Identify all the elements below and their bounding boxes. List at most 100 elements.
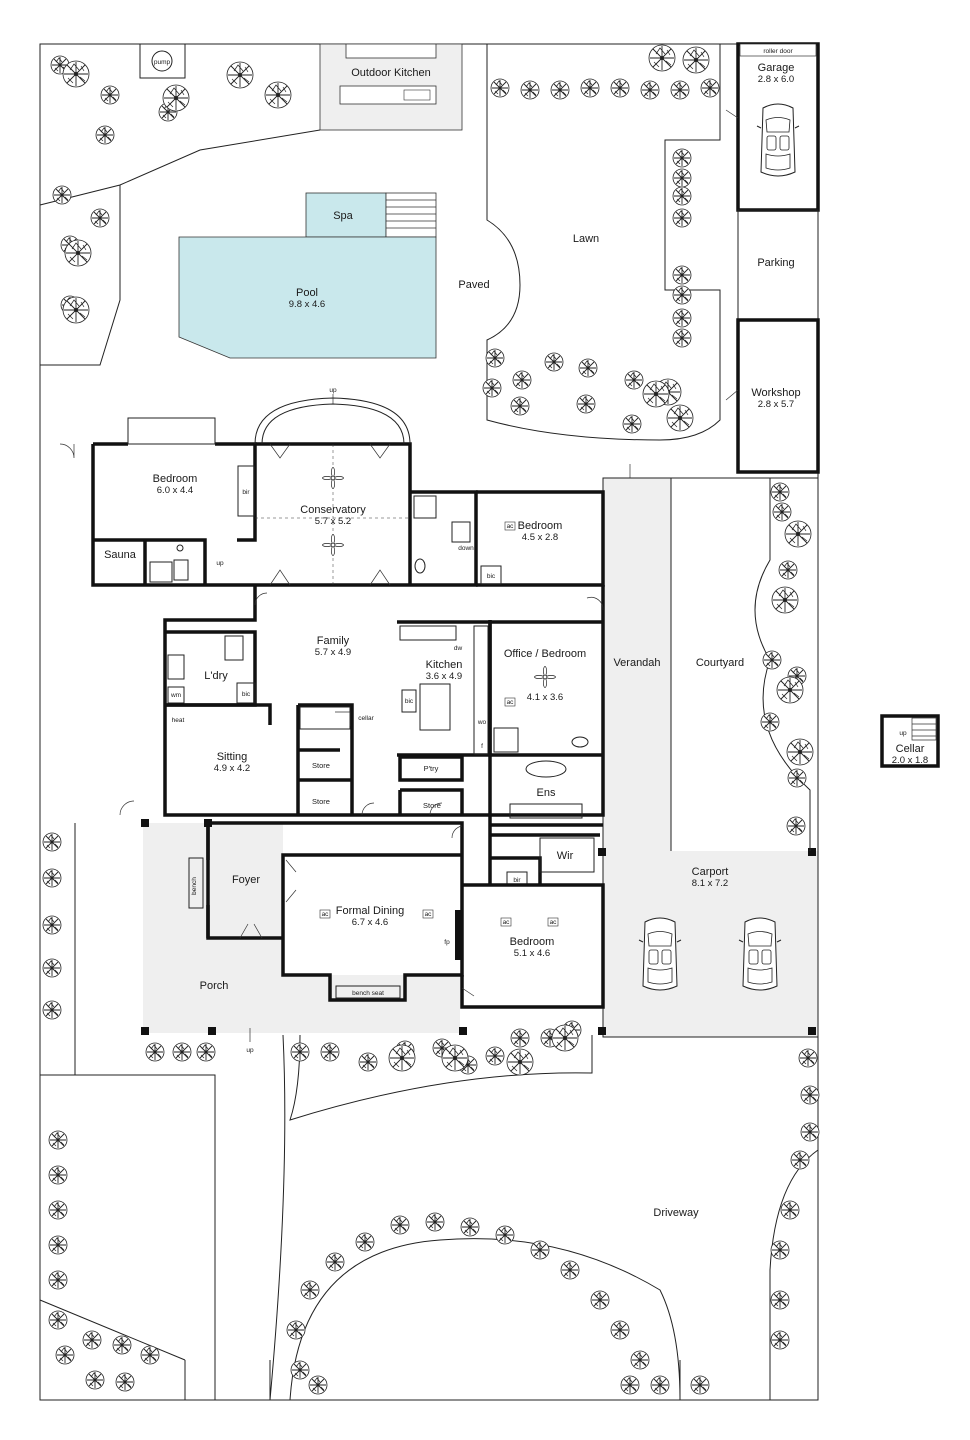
- car-icon: [738, 917, 782, 991]
- conservatory-dims: 5.7 x 5.2: [315, 516, 351, 527]
- tree-icon: [771, 586, 799, 614]
- tree-icon: [770, 1240, 790, 1260]
- tree-icon: [510, 396, 530, 416]
- tree-icon: [112, 1335, 132, 1355]
- tree-icon: [510, 1028, 530, 1048]
- tree-icon: [786, 738, 814, 766]
- stair-down: down: [458, 545, 474, 552]
- ceiling-fan-icon: [322, 534, 344, 556]
- tree-icon: [624, 370, 644, 390]
- tree-icon: [672, 168, 692, 188]
- tree-icon: [770, 1330, 790, 1350]
- tree-icon: [290, 1042, 310, 1062]
- stair-up-west: up: [216, 560, 224, 567]
- tree-icon: [42, 832, 62, 852]
- tree-icon: [551, 1024, 579, 1052]
- store-walls: [296, 703, 354, 815]
- ac-label: ac: [425, 911, 433, 918]
- store3-label: Store: [423, 801, 441, 810]
- door-swing-icon: [586, 597, 604, 611]
- cellar-stair-label: cellar: [358, 715, 374, 722]
- tree-icon: [544, 352, 564, 372]
- tree-icon: [648, 44, 676, 72]
- sitting-label: Sitting: [217, 751, 248, 763]
- tree-icon: [650, 1375, 670, 1395]
- tree-icon: [490, 78, 510, 98]
- ac-label: ac: [550, 919, 558, 926]
- conservatory-label: Conservatory: [300, 504, 366, 516]
- bathroom-walls: [410, 490, 478, 587]
- tree-icon: [308, 1375, 328, 1395]
- ensuite-label: Ens: [537, 787, 556, 799]
- heat-label: heat: [172, 717, 185, 724]
- tree-icon: [610, 1320, 630, 1340]
- tree-icon: [82, 1330, 102, 1350]
- tree-icon: [495, 1225, 515, 1245]
- tree-icon: [560, 1260, 580, 1280]
- tree-icon: [798, 1048, 818, 1068]
- tree-icon: [300, 1280, 320, 1300]
- lawn-boundary: [486, 43, 721, 441]
- tree-icon: [52, 185, 72, 205]
- store2-label: Store: [312, 797, 330, 806]
- kitchen-dims: 3.6 x 4.9: [426, 671, 462, 682]
- west-bedroom-walls: [91, 442, 257, 587]
- tree-icon: [778, 560, 798, 580]
- porch-up: up: [246, 1047, 254, 1054]
- bedroom-north-dims: 4.5 x 2.8: [522, 532, 558, 543]
- tree-icon: [770, 482, 790, 502]
- bench-label: bench: [191, 877, 198, 895]
- car-icon: [756, 103, 800, 177]
- tree-icon: [787, 768, 807, 788]
- workshop-label: Workshop: [751, 387, 800, 399]
- tree-icon: [580, 78, 600, 98]
- bic-north: bic: [487, 573, 496, 580]
- tree-icon: [780, 1200, 800, 1220]
- tree-icon: [48, 1235, 68, 1255]
- bedroom-west-label: Bedroom: [153, 473, 198, 485]
- fp-label: fp: [444, 939, 450, 946]
- ac-label: ac: [322, 911, 330, 918]
- parking-label: Parking: [757, 257, 794, 269]
- tree-icon: [620, 1375, 640, 1395]
- tree-icon: [640, 80, 660, 100]
- tree-icon: [672, 308, 692, 328]
- carport-label: Carport: [692, 866, 729, 878]
- tree-icon: [784, 520, 812, 548]
- porch-paving: [143, 823, 283, 1033]
- bedroom-main-dims: 5.1 x 4.6: [514, 948, 550, 959]
- garage-roller-door: roller door: [763, 48, 793, 55]
- tree-icon: [390, 1215, 410, 1235]
- cellar-dims: 2.0 x 1.8: [892, 755, 928, 766]
- sauna-label: Sauna: [104, 549, 137, 561]
- tree-icon: [630, 1350, 650, 1370]
- pool-dims: 9.8 x 4.6: [289, 299, 325, 310]
- tree-icon: [388, 1044, 416, 1072]
- pantry-label: P'try: [424, 764, 439, 773]
- formal-dining-label: Formal Dining: [336, 905, 404, 917]
- tree-icon: [85, 1370, 105, 1390]
- bedroom-main-walls: [460, 883, 605, 1009]
- tree-icon: [590, 1290, 610, 1310]
- verandah-label: Verandah: [613, 657, 660, 669]
- tree-icon: [666, 404, 694, 432]
- tree-icon: [682, 46, 710, 74]
- bedroom-main-label: Bedroom: [510, 936, 555, 948]
- tree-icon: [670, 80, 690, 100]
- spa: [305, 192, 387, 238]
- tree-icon: [55, 1345, 75, 1365]
- tree-icon: [48, 1310, 68, 1330]
- office-walls: [488, 620, 603, 815]
- tree-icon: [772, 502, 792, 522]
- ensuite-walls: [490, 753, 603, 827]
- tree-icon: [576, 394, 596, 414]
- porch-paving-south: [283, 975, 460, 1033]
- wm-label: wm: [170, 692, 181, 699]
- tree-icon: [578, 358, 598, 378]
- tree-icon: [425, 1212, 445, 1232]
- tree-icon: [485, 348, 505, 368]
- cellar: [880, 714, 940, 768]
- paved-label: Paved: [458, 279, 489, 291]
- family-label: Family: [317, 635, 350, 647]
- tree-icon: [672, 265, 692, 285]
